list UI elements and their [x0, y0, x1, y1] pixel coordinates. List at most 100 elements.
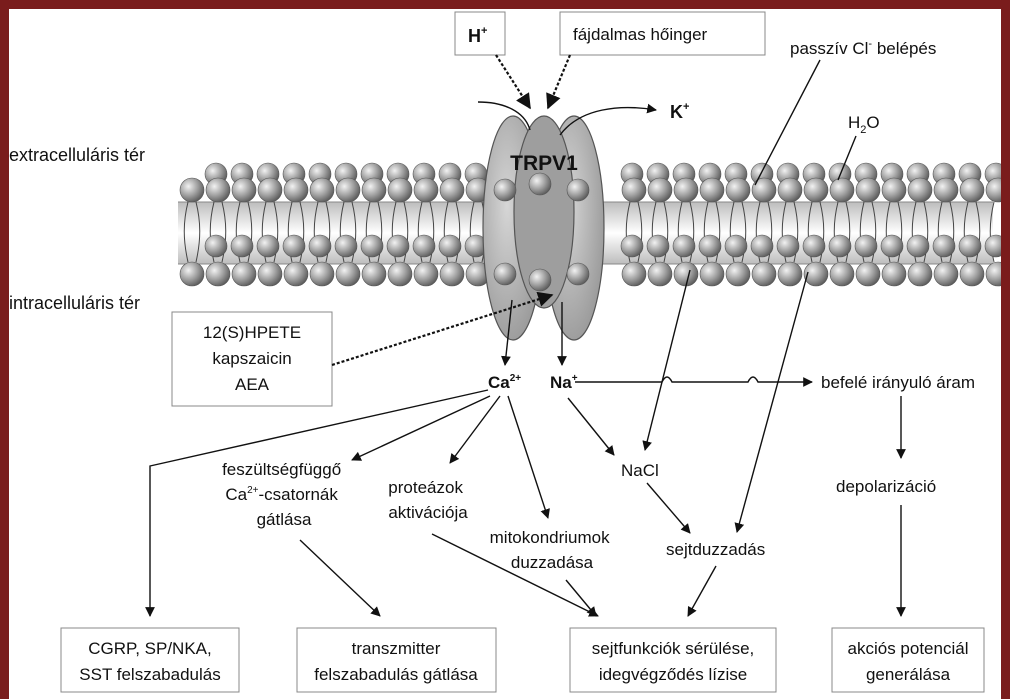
lipid-head: [180, 178, 204, 202]
k-plus-label: K+: [670, 101, 689, 122]
cl-to-nacl-arrow: [645, 270, 690, 450]
lipid-head: [752, 262, 776, 286]
lipid-head: [361, 235, 383, 257]
lipid-head: [960, 262, 984, 286]
svg-text:CGRP, SP/NKA,: CGRP, SP/NKA,: [88, 639, 211, 658]
lipid-head: [700, 178, 724, 202]
lipid-head: [829, 235, 851, 257]
lipid-head: [567, 263, 589, 285]
na-to-nacl-arrow: [568, 398, 614, 455]
agonist-line-2: kapszaicin: [212, 349, 291, 368]
lipid-head: [529, 173, 551, 195]
lipid-head: [647, 235, 669, 257]
lipid-head: [648, 262, 672, 286]
lipid-head: [258, 262, 282, 286]
lipid-head: [648, 178, 672, 202]
lipid-head: [933, 235, 955, 257]
lipid-head: [232, 262, 256, 286]
nacl-label: NaCl: [621, 461, 659, 480]
extracellular-label: extracelluláris tér: [9, 145, 145, 165]
lipid-head: [803, 235, 825, 257]
lipid-head: [387, 235, 409, 257]
lipid-head: [882, 262, 906, 286]
lipid-head: [414, 262, 438, 286]
lipid-head: [439, 235, 461, 257]
depolarization-label: depolarizáció: [836, 477, 936, 496]
lipid-head: [414, 178, 438, 202]
nacl-to-swelling-arrow: [647, 483, 690, 533]
svg-text:akciós potenciál: akciós potenciál: [848, 639, 969, 658]
lipid-head: [310, 178, 334, 202]
agonist-line-3: AEA: [235, 375, 270, 394]
lipid-head: [440, 178, 464, 202]
svg-text:felszabadulás gátlása: felszabadulás gátlása: [314, 665, 478, 684]
lipid-head: [206, 178, 230, 202]
na-ion-label: Na+: [550, 373, 578, 392]
agonist-box: 12(S)HPETE kapszaicin AEA: [172, 312, 332, 406]
lipid-head: [622, 262, 646, 286]
lipid-head: [257, 235, 279, 257]
lipid-head: [726, 178, 750, 202]
lipid-head: [674, 178, 698, 202]
h2o-label: H2O: [848, 113, 880, 136]
svg-text:idegvégződés lízise: idegvégződés lízise: [599, 665, 747, 684]
lipid-head: [388, 262, 412, 286]
h-plus-arrow: [496, 55, 530, 108]
lipid-head: [907, 235, 929, 257]
lipid-head: [700, 262, 724, 286]
lipid-head: [726, 262, 750, 286]
lipid-head: [335, 235, 357, 257]
lipid-head: [362, 262, 386, 286]
lipid-head: [206, 262, 230, 286]
lipid-head: [284, 178, 308, 202]
lipid-head: [934, 178, 958, 202]
lipid-head: [494, 179, 516, 201]
inward-current-label: befelé irányuló áram: [821, 373, 975, 392]
lipid-head: [959, 235, 981, 257]
lipid-head: [494, 263, 516, 285]
lipid-head: [830, 262, 854, 286]
lipid-head: [725, 235, 747, 257]
lipid-head: [882, 178, 906, 202]
lipid-head: [388, 178, 412, 202]
cell-damage-box: sejtfunkciók sérülése, idegvégződés lízi…: [570, 628, 776, 692]
h2o-to-swelling-arrow: [737, 272, 808, 532]
lipid-head: [908, 178, 932, 202]
lipid-head: [855, 235, 877, 257]
lipid-head: [777, 235, 799, 257]
svg-text:sejtfunkciók sérülése,: sejtfunkciók sérülése,: [592, 639, 755, 658]
heat-stimulus-label: fájdalmas hőinger: [573, 25, 708, 44]
lipid-head: [778, 178, 802, 202]
action-potential-box: akciós potenciál generálása: [832, 628, 984, 692]
lipid-head: [283, 235, 305, 257]
cell-swelling-label: sejtduzzadás: [666, 540, 765, 559]
mito-label: mitokondriumok duzzadása: [490, 528, 615, 572]
lipid-head: [751, 235, 773, 257]
mito-to-damage-arrow: [566, 580, 596, 616]
vgcc-label: feszültségfüggő Ca2+-csatornák gátlása: [222, 460, 346, 529]
lipid-head: [621, 235, 643, 257]
lipid-head: [231, 235, 253, 257]
lipid-head: [778, 262, 802, 286]
protease-label: proteázok aktivációja: [388, 478, 468, 522]
na-to-current-arrow: [575, 377, 812, 382]
lipid-head: [413, 235, 435, 257]
lipid-head: [258, 178, 282, 202]
ca-ion-label: Ca2+: [488, 373, 521, 392]
lipid-head: [881, 235, 903, 257]
lipid-head: [232, 178, 256, 202]
vgcc-to-transmitter-arrow: [300, 540, 380, 616]
lipid-head: [310, 262, 334, 286]
lipid-head: [180, 262, 204, 286]
lipid-head: [934, 262, 958, 286]
lipid-head: [674, 262, 698, 286]
trpv1-label: TRPV1: [510, 152, 578, 175]
lipid-head: [986, 262, 1001, 286]
cgrp-release-box: CGRP, SP/NKA, SST felszabadulás: [61, 628, 239, 692]
agonist-line-1: 12(S)HPETE: [203, 323, 301, 342]
lipid-head: [205, 235, 227, 257]
lipid-head: [830, 178, 854, 202]
heat-arrow: [548, 55, 570, 108]
lipid-head: [284, 262, 308, 286]
lipid-head: [856, 178, 880, 202]
